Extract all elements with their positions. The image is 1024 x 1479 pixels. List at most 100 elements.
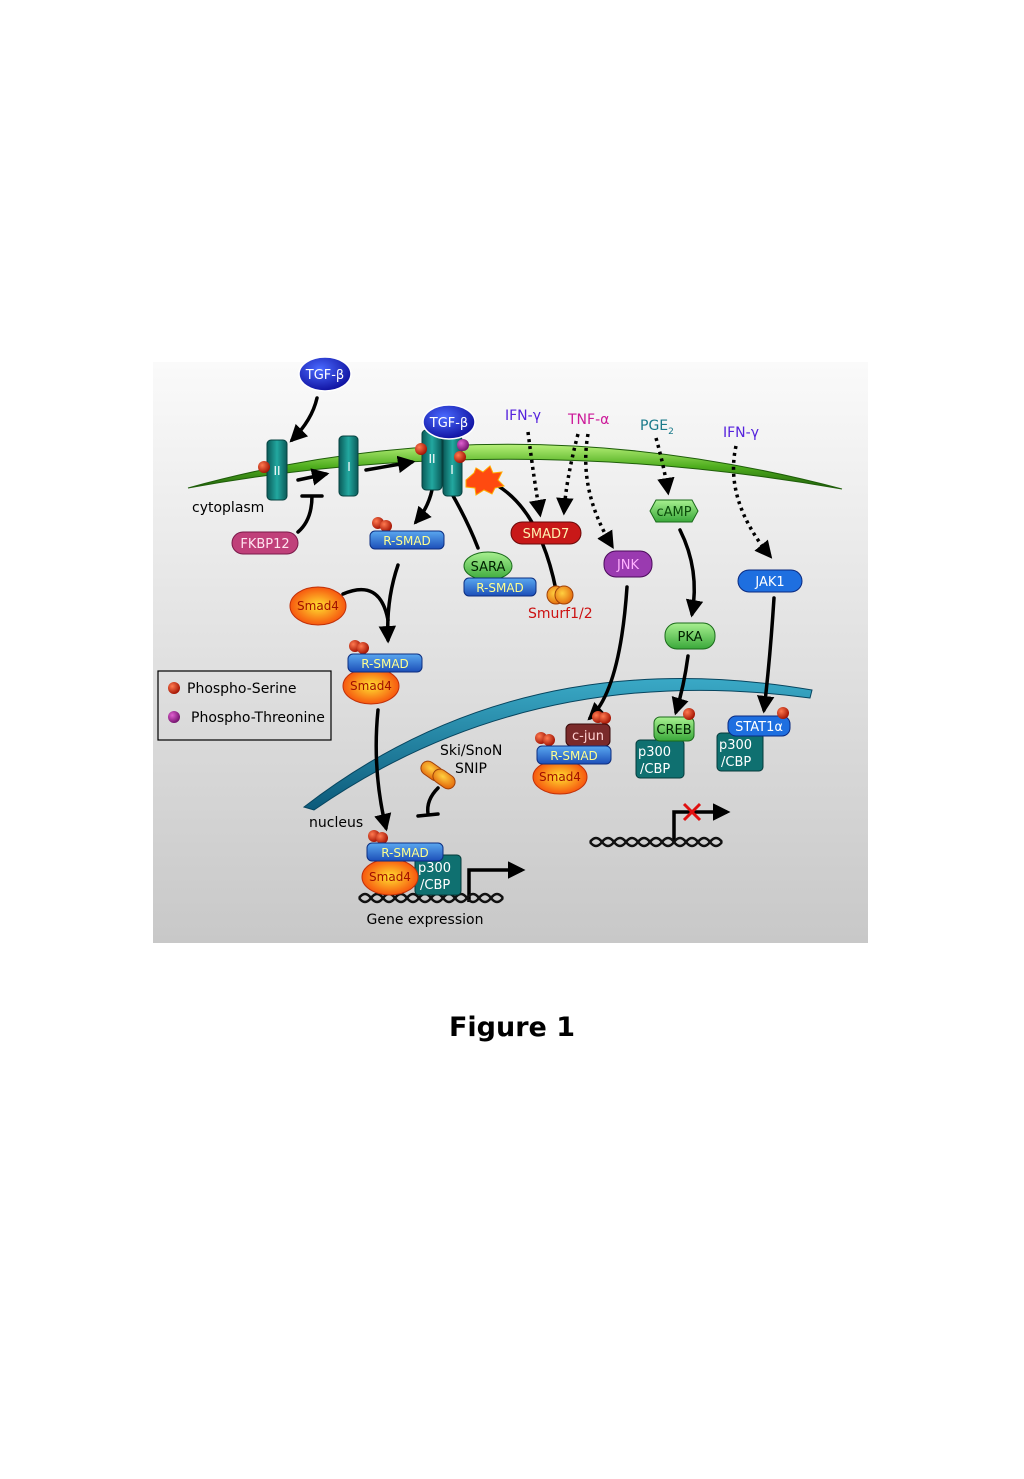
blocked-x-icon: [682, 802, 702, 822]
smad7-protein: SMAD7: [510, 521, 582, 545]
svg-text:JAK1: JAK1: [754, 575, 784, 590]
r-smad-jnk: R-SMAD: [536, 745, 612, 765]
phospho-serine-dot: [454, 451, 466, 463]
arrow-rsmad-smad4-to-nucleus: [374, 708, 392, 832]
figure-caption: Figure 1: [448, 1012, 576, 1043]
arrow-pka-to-creb: [671, 654, 690, 716]
svg-text:p300: p300: [719, 738, 752, 753]
gene-expression-label: Gene expression: [367, 912, 484, 928]
sara-protein: SARA: [463, 551, 513, 581]
smad4-mid: Smad4: [342, 667, 400, 705]
svg-text:/CBP: /CBP: [640, 762, 670, 777]
svg-text:FKBP12: FKBP12: [240, 537, 289, 552]
svg-text:p300: p300: [418, 861, 451, 876]
blocked-transcription-arrow: [672, 803, 731, 840]
arrow-jnk-to-cjun: [587, 585, 629, 721]
receptor-II-right: II: [421, 429, 443, 491]
smad4-free: Smad4: [289, 586, 347, 626]
inhibit-ski: [416, 786, 440, 818]
tnf-alpha-label: TNF-α: [567, 412, 609, 428]
line-smad4-join: [341, 588, 390, 622]
svg-text:R-SMAD: R-SMAD: [381, 846, 429, 860]
dotted-tnf-to-jnk: [584, 433, 614, 549]
line-receptor-to-sara: [450, 492, 480, 550]
svg-text:I: I: [347, 460, 351, 474]
svg-text:SARA: SARA: [471, 560, 506, 575]
svg-text:/CBP: /CBP: [721, 755, 751, 770]
phospho-threonine-legend-icon: [168, 711, 180, 723]
svg-text:CREB: CREB: [656, 723, 691, 738]
r-smad-top: R-SMAD: [369, 530, 445, 550]
ifn-gamma-label-1: IFN-γ: [505, 408, 541, 424]
svg-text:R-SMAD: R-SMAD: [361, 657, 409, 671]
svg-text:I: I: [450, 463, 454, 477]
phospho-serine-dot: [777, 707, 789, 719]
phospho-threonine-dot: [457, 439, 469, 451]
nuclear-membrane: [302, 678, 813, 811]
jnk-protein: JNK: [603, 550, 653, 578]
svg-text:Smad4: Smad4: [350, 679, 392, 693]
arrow-jak1-to-stat: [756, 596, 776, 714]
arrow-tgf-to-receptor: [289, 396, 319, 443]
svg-text:Smad4: Smad4: [369, 870, 411, 884]
fkbp12-protein: FKBP12: [231, 531, 299, 555]
p300-bottom: p300 /CBP: [414, 854, 462, 896]
legend-phospho-serine: Phospho-Serine: [187, 681, 296, 697]
inhibition-starburst-icon: [465, 465, 505, 496]
phospho-serine-dot: [683, 708, 695, 720]
svg-text:STAT1α: STAT1α: [735, 720, 783, 735]
dna-helix-right: [589, 836, 723, 848]
receptor-I-left: I: [338, 435, 359, 497]
svg-text:TGF-β: TGF-β: [305, 368, 344, 383]
smad4-jnk: Smad4: [532, 759, 588, 795]
phospho-serine-dot: [380, 520, 392, 532]
arrow-receptor-to-complex: [364, 455, 416, 474]
snip-label: SNIP: [455, 761, 487, 777]
camp-molecule: cAMP: [649, 499, 699, 523]
svg-text:/CBP: /CBP: [420, 878, 450, 893]
r-smad-sara: R-SMAD: [463, 577, 537, 597]
smurf-protein: [546, 585, 574, 605]
dotted-ifn1-to-smad7: [526, 431, 547, 518]
svg-text:PKA: PKA: [677, 630, 702, 645]
arrow-receptor-II-to-I: [296, 468, 330, 486]
svg-text:c-jun: c-jun: [572, 729, 604, 744]
inhibit-fkbp12: [296, 494, 324, 534]
phospho-serine-legend-icon: [168, 682, 180, 694]
svg-text:Smad4: Smad4: [539, 770, 581, 784]
cjun-protein: c-jun: [565, 723, 611, 747]
tgf-beta-free: TGF-β: [298, 356, 352, 392]
svg-text:p300: p300: [638, 745, 671, 760]
svg-text:R-SMAD: R-SMAD: [383, 534, 431, 548]
svg-text:SMAD7: SMAD7: [523, 527, 570, 542]
phospho-serine-dot: [357, 642, 369, 654]
smurf-label: Smurf1/2: [528, 606, 593, 622]
svg-text:II: II: [273, 464, 280, 478]
p300-creb: p300 /CBP: [635, 739, 685, 779]
jak1-protein: JAK1: [737, 569, 803, 593]
ski-snon-protein: [420, 760, 456, 790]
svg-text:JNK: JNK: [616, 558, 640, 573]
svg-text:R-SMAD: R-SMAD: [550, 749, 598, 763]
pge2-label: PGE2: [640, 418, 674, 437]
arrow-rsmad-down: [378, 563, 400, 644]
transcription-arrow: [467, 861, 526, 902]
cytoplasm-label: cytoplasm: [192, 500, 264, 516]
svg-text:cAMP: cAMP: [656, 505, 691, 520]
r-smad-bottom: R-SMAD: [366, 842, 444, 862]
nucleus-label: nucleus: [309, 815, 363, 831]
svg-text:R-SMAD: R-SMAD: [476, 581, 524, 595]
ifn-gamma-label-2: IFN-γ: [723, 425, 759, 441]
stat1a-protein: STAT1α: [727, 715, 791, 737]
r-smad-mid: R-SMAD: [347, 653, 423, 673]
p300-stat: p300 /CBP: [716, 732, 764, 772]
svg-text:II: II: [428, 452, 435, 466]
dna-helix-bottom: [358, 892, 504, 904]
tgf-beta-bound: TGF-β: [422, 404, 476, 440]
smad4-bottom: Smad4: [361, 858, 419, 896]
dotted-tnf-to-smad7: [556, 433, 580, 516]
phospho-serine-dot: [258, 461, 270, 473]
dotted-pge-to-camp: [654, 437, 675, 496]
receptor-II-left: II: [266, 439, 288, 501]
